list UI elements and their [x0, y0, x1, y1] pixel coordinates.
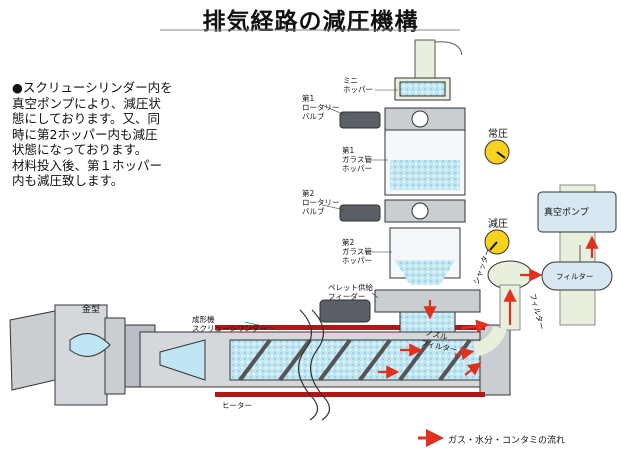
screw-cylinder-label: スクリューシリンダー [192, 323, 267, 333]
normal-pressure-label: 常圧 [488, 127, 508, 140]
filter-vertical-label: フィルター [528, 292, 546, 330]
glass-hopper-1-label: 第1 [342, 145, 354, 155]
description-line: 状態になっております。 [12, 142, 148, 157]
heater-bar-bottom [215, 392, 485, 397]
pellet-feeder-label: フィーダー [328, 291, 365, 301]
reduced-pressure-gauge [484, 229, 510, 255]
break-marker [298, 309, 319, 421]
glass-hopper-2-label: 第2 [342, 237, 354, 247]
description-line: 時に第2ホッパー内も減圧 [12, 126, 158, 142]
rotary-valve-1-label: バルブ [302, 111, 325, 121]
rotary-valve-2-label: ロータリー [302, 198, 340, 207]
flow-arrow [464, 362, 482, 376]
rotary-valve-2-label: バルブ [302, 206, 325, 216]
mold [9, 304, 156, 406]
mold-label: 金型 [82, 303, 100, 315]
mini-hopper-label: ホッパー [343, 85, 373, 94]
flow-arrow [454, 347, 475, 361]
flow-arrows [378, 235, 599, 379]
leader-lines [244, 89, 398, 331]
legend-text: ガス・水分・コンタミの流れ [448, 436, 566, 446]
vacuum-pump-label: 真空ポンプ [544, 206, 589, 218]
hopper-tower [319, 39, 481, 333]
rotary-valve-1-label: 第1 [302, 93, 314, 103]
screw-cylinder-label: 成形機 [192, 314, 215, 324]
screw-cylinder [139, 324, 511, 396]
rotary-valve-1-label: ロータリー [302, 103, 340, 112]
flow-arrow [461, 319, 490, 333]
glass-hopper-2-label: ガラス管 [342, 246, 372, 256]
mini-hopper-label: ミニ [343, 76, 358, 85]
glass-hopper-1-label: ホッパー [342, 164, 372, 173]
rotary-valve-2-label: 第2 [302, 188, 314, 198]
description-line: 内も減圧致します。 [12, 173, 124, 188]
heater-label: ヒーター [222, 401, 252, 410]
break-marker [310, 309, 331, 421]
description-text: ●スクリューシリンダー内を 真空ポンプにより、減圧状 態にしております。又、同 … [12, 80, 257, 189]
page-title: 排気経路の減圧機構 [202, 9, 419, 35]
glass-hopper-2-label: ホッパー [342, 256, 372, 265]
description-line: 態にしております。又、同 [12, 111, 161, 126]
nozzle-filter-label: ノズル [425, 327, 450, 342]
description-line: ●スクリューシリンダー内を [12, 80, 173, 95]
description-line: 材料投入後、第１ホッパー [12, 157, 163, 173]
vacuum-line [473, 184, 617, 357]
glass-hopper-1-label: ガラス管 [342, 154, 372, 164]
heater-bar-top [215, 325, 485, 330]
normal-pressure-gauge [484, 139, 510, 165]
reduced-pressure-label: 減圧 [488, 217, 508, 230]
pellet-feeder-label: ペレット供給 [328, 282, 373, 292]
description-line: 真空ポンプにより、減圧状 [12, 95, 161, 111]
filter-label: フィルター [556, 272, 593, 281]
